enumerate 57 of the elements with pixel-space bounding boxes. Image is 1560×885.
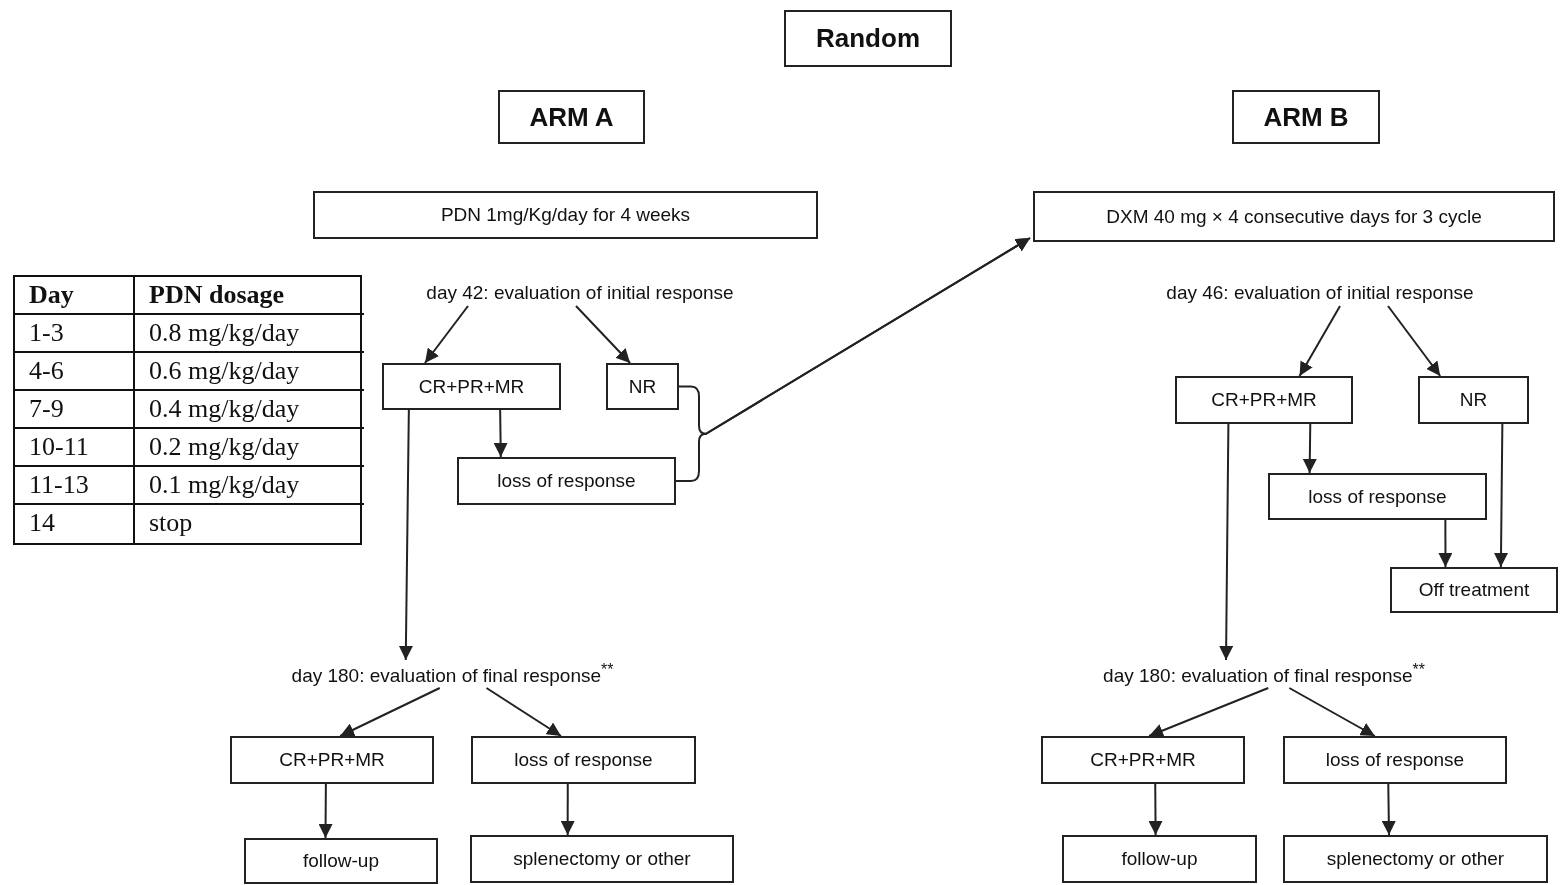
arrow [1298,305,1341,377]
process-box: loss of response [471,736,696,784]
arrow [560,783,575,836]
process-box: NR [606,363,679,410]
process-box: loss of response [1268,473,1487,520]
process-box: loss of response [1283,736,1507,784]
table-cell: 7-9 [15,391,135,429]
heading-box: ARM A [498,90,645,144]
table-cell: 1-3 [15,315,135,353]
process-box: NR [1418,376,1529,424]
step-text: day 180: evaluation of final response$^{**}$ [240,660,665,688]
table-cell-text: stop [148,507,194,539]
process-box: CR+PR+MR [1175,376,1353,424]
arrow [1387,305,1442,377]
arrow [318,783,333,839]
process-box: CR+PR+MR [382,363,561,410]
step-text: day 42: evaluation of initial response [380,280,780,306]
arrow [423,305,469,364]
process-box: PDN 1mg/Kg/day for 4 weeks [313,191,818,239]
process-box: CR+PR+MR [230,736,434,784]
process-box: loss of response [457,457,676,505]
step-text: day 180: evaluation of final response$^{**}$ [1053,660,1475,688]
arrow [485,687,562,737]
table-cell: 0.4 mg/kg/day [135,391,364,429]
brace-arrow [675,237,1031,482]
arrow [339,687,441,737]
step-text: day 46: evaluation of initial response [1120,280,1520,306]
process-box: splenectomy or other [1283,835,1548,883]
table-cell: 4-6 [15,353,135,391]
arrow [1148,783,1163,836]
arrow [575,305,632,364]
process-box: follow-up [1062,835,1257,883]
heading-box: ARM B [1232,90,1380,144]
table-cell: 0.8 mg/kg/day [135,315,364,353]
table-cell: 0.6 mg/kg/day [135,353,364,391]
process-box: follow-up [244,838,438,884]
table-cell: 11-13 [15,467,135,505]
arrow [398,409,413,661]
arrow [1438,519,1453,568]
arrow [1288,687,1376,737]
table-cell: 0.2 mg/kg/day [135,429,364,467]
arrow [493,409,508,458]
heading-box: Random [784,10,952,67]
table-cell: 10-11 [15,429,135,467]
process-box: DXM 40 mg × 4 consecutive days for 3 cycle [1033,191,1555,242]
table-cell: 14 [15,505,135,543]
arrow [1381,783,1396,836]
arrow [1494,423,1508,568]
process-box: Off treatment [1390,567,1558,613]
table-header: Day [15,277,135,315]
arrow [1302,423,1317,474]
arrow [1219,423,1234,661]
arrow [1148,687,1270,738]
table-header: PDN dosage [135,277,364,315]
process-box: CR+PR+MR [1041,736,1245,784]
process-box: splenectomy or other [470,835,734,883]
table-cell: 0.1 mg/kg/day [135,467,364,505]
